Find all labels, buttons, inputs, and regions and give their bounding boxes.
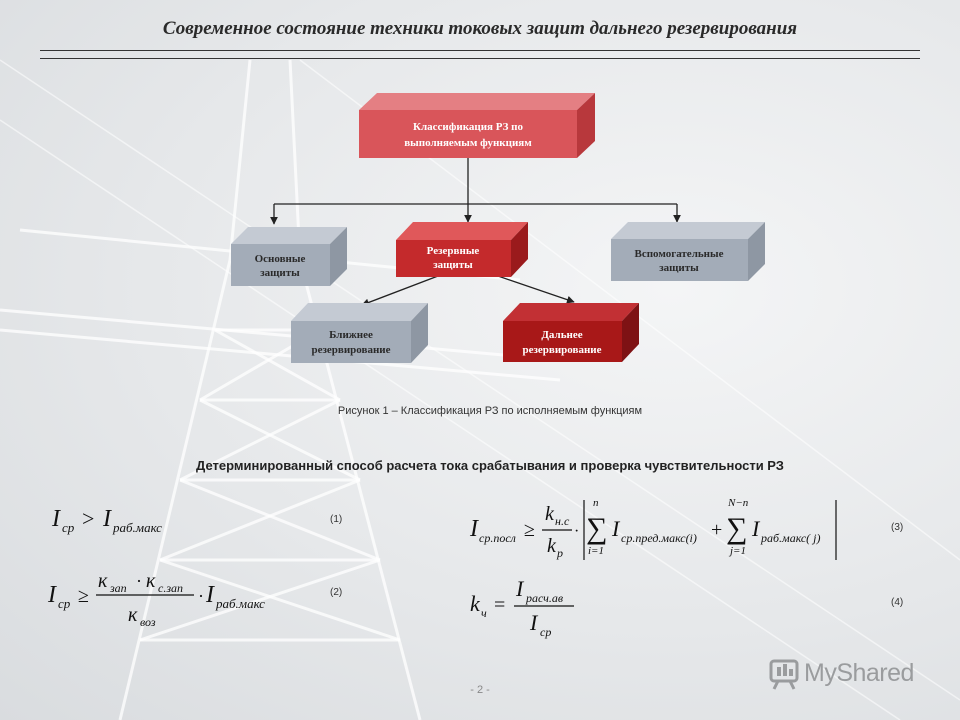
svg-text:ч: ч xyxy=(481,606,487,620)
equation-number-2: (2) xyxy=(330,587,342,598)
title-divider-bottom xyxy=(40,58,920,59)
svg-text:k: k xyxy=(547,535,557,557)
svg-text:раб.макс: раб.макс xyxy=(112,520,162,535)
svg-text:·: · xyxy=(136,571,142,591)
backup-label-line2: защиты xyxy=(433,259,473,271)
svg-text:I: I xyxy=(51,506,61,532)
equation-3: I ср.посл ≥ k н.с k р · n ∑ i=1 I ср.пре… xyxy=(469,497,903,560)
box-near-backup: Ближнее резервирование xyxy=(291,303,428,363)
svg-text:I: I xyxy=(102,506,112,532)
svg-text:I: I xyxy=(529,610,539,635)
equation-1: I ср > I раб.макс (1) xyxy=(51,506,342,535)
logo-text: MyShared xyxy=(804,659,914,687)
near-label-line2: резервирование xyxy=(311,344,390,356)
svg-text:к: к xyxy=(98,570,108,592)
root-label-line2: выполняемым функциям xyxy=(404,137,532,149)
svg-text:=: = xyxy=(494,594,505,616)
svg-text:·: · xyxy=(198,586,204,606)
svg-text:·: · xyxy=(574,523,579,540)
svg-text:I: I xyxy=(515,576,525,601)
far-label-line1: Дальнее xyxy=(541,329,582,341)
box-main-protection: Основные защиты xyxy=(231,227,347,286)
sum-symbol-2: ∑ xyxy=(726,512,747,545)
main-label-line2: защиты xyxy=(260,267,300,279)
svg-text:≥: ≥ xyxy=(78,585,89,607)
figure-caption: Рисунок 1 – Классификация РЗ по исполняе… xyxy=(337,405,643,417)
svg-text:I: I xyxy=(47,582,57,608)
page-number: - 2 - xyxy=(470,684,490,696)
svg-text:+: + xyxy=(711,519,722,541)
svg-text:к: к xyxy=(146,570,156,592)
svg-text:раб.макс( j): раб.макс( j) xyxy=(760,531,821,545)
svg-text:n: n xyxy=(593,497,599,509)
svg-text:k: k xyxy=(470,591,481,616)
section-subtitle: Детерминированный способ расчета тока ср… xyxy=(196,458,784,473)
svg-text:с.зап: с.зап xyxy=(158,581,183,595)
presentation-icon xyxy=(769,659,799,690)
sum-symbol-1: ∑ xyxy=(586,512,607,545)
svg-text:I: I xyxy=(611,516,621,541)
svg-text:к: к xyxy=(128,604,138,626)
myshared-logo: MyShared xyxy=(766,655,936,695)
equation-4: k ч = I расч.ав I ср (4) xyxy=(470,576,903,639)
root-label-line1: Классификация РЗ по xyxy=(413,121,523,133)
svg-text:k: k xyxy=(545,503,555,525)
diagram-connectors xyxy=(270,158,681,307)
classification-diagram: Классификация РЗ по выполняемым функциям… xyxy=(231,93,765,363)
svg-text:I: I xyxy=(205,582,215,608)
box-auxiliary-protection: Вспомогательные защиты xyxy=(611,222,765,281)
svg-text:I: I xyxy=(751,516,761,541)
aux-label-line2: защиты xyxy=(659,262,699,274)
formulas-area: I ср > I раб.макс (1) I ср ≥ к зап · к с… xyxy=(47,497,903,639)
svg-text:ср.пред.макс(i): ср.пред.макс(i) xyxy=(621,531,697,545)
equation-2: I ср ≥ к зап · к с.зап к воз · I раб.мак… xyxy=(47,570,342,629)
svg-text:N−n: N−n xyxy=(727,497,749,509)
svg-text:ср.посл: ср.посл xyxy=(479,531,516,545)
svg-text:р: р xyxy=(556,546,563,560)
svg-text:зап: зап xyxy=(109,581,127,595)
svg-text:≥: ≥ xyxy=(524,519,535,541)
backup-label-line1: Резервные xyxy=(427,245,480,257)
aux-label-line1: Вспомогательные xyxy=(635,248,724,260)
svg-text:j=1: j=1 xyxy=(728,545,746,557)
svg-text:н.с: н.с xyxy=(555,514,570,528)
box-classification-root: Классификация РЗ по выполняемым функциям xyxy=(359,93,595,158)
slide-title: Современное состояние техники токовых за… xyxy=(162,18,798,39)
equation-number-3: (3) xyxy=(891,522,903,533)
svg-text:i=1: i=1 xyxy=(588,545,604,557)
box-far-backup: Дальнее резервирование xyxy=(503,303,639,362)
near-label-line1: Ближнее xyxy=(329,329,373,341)
svg-text:раб.макс: раб.макс xyxy=(215,596,265,611)
svg-text:воз: воз xyxy=(140,615,156,629)
title-divider-top xyxy=(40,50,920,51)
equation-number-4: (4) xyxy=(891,597,903,608)
svg-text:ср: ср xyxy=(58,596,71,611)
svg-text:ср: ср xyxy=(540,625,551,639)
svg-text:расч.ав: расч.ав xyxy=(525,591,563,605)
svg-text:>: > xyxy=(82,506,94,531)
equation-number-1: (1) xyxy=(330,514,342,525)
box-backup-protection: Резервные защиты xyxy=(396,222,528,277)
svg-text:ср: ср xyxy=(62,520,75,535)
far-label-line2: резервирование xyxy=(522,344,601,356)
main-label-line1: Основные xyxy=(255,253,306,265)
svg-text:I: I xyxy=(469,516,479,542)
